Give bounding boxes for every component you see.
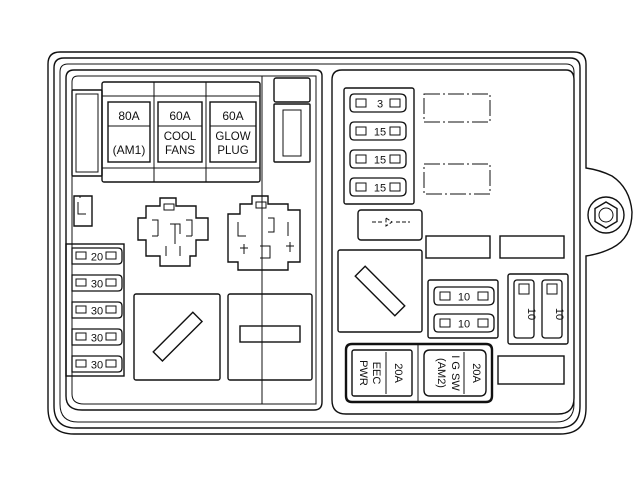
relay-2 — [227, 195, 301, 271]
bottom-fuse-ig-sw-amp: 20A — [470, 363, 482, 383]
relay-1 — [137, 197, 209, 267]
maxi-fuse-glow-plug: 60A GLOW PLUG — [209, 101, 257, 163]
left-mini-fuse-1-label: 20 — [91, 252, 103, 264]
top-right-mini-fuse-1: 3 — [349, 93, 407, 113]
bottom-fuse-eec-pwr-name-2: PWR — [357, 360, 369, 386]
diode-connector — [357, 209, 423, 241]
top-right-mini-fuse-2-label: 15 — [374, 127, 386, 139]
left-mini-fuse-2: 30 — [71, 274, 123, 292]
maxi-fuse-cool-fans-amp: 60A — [169, 109, 190, 123]
maxi-fuse-cool-fans-name-2: FANS — [165, 145, 195, 157]
maxi-fuse-cool-fans: 60A COOL FANS — [157, 101, 203, 163]
vertical-fuse-1-label: 10 — [525, 308, 537, 320]
maxi-fuse-cool-fans-name-1: COOL — [164, 131, 197, 143]
bottom-fuse-eec-pwr-name-1: EEC — [370, 362, 382, 385]
maxi-fuse-glow-plug-amp: 60A — [222, 109, 243, 123]
maxi-fuse-am1-name: (AM1) — [113, 143, 146, 157]
maxi-fuse-glow-plug-name-1: GLOW — [215, 131, 250, 143]
vertical-fuse-1: 10 — [513, 279, 537, 339]
relay-box-diagonal — [133, 293, 221, 381]
left-panel — [65, 69, 323, 411]
left-mini-fuse-3-label: 30 — [91, 306, 103, 318]
right-panel — [331, 69, 575, 415]
vertical-fuse-2: 10 — [541, 279, 565, 339]
left-mini-fuse-4-label: 30 — [91, 333, 103, 345]
middle-fuse-group — [427, 279, 499, 339]
maxi-fuse-holder — [101, 81, 261, 183]
small-block-top-left — [71, 89, 103, 177]
spare-slot-dashed-1 — [423, 93, 491, 123]
left-mini-fuse-1: 20 — [71, 247, 123, 265]
middle-mini-fuse-1: 10 — [433, 286, 495, 306]
spare-slot-upper — [273, 77, 311, 103]
spare-slot-right-1 — [425, 235, 491, 259]
middle-mini-fuse-1-label: 10 — [458, 292, 470, 304]
vertical-fuse-2-label: 10 — [553, 308, 565, 320]
left-fuse-column — [65, 243, 125, 377]
small-connector-left — [73, 195, 93, 227]
middle-mini-fuse-2: 10 — [433, 313, 495, 333]
top-right-fuse-column — [343, 87, 415, 205]
spare-slot-dashed-2 — [423, 163, 491, 195]
top-right-mini-fuse-1-label: 3 — [377, 99, 383, 111]
spare-fuse-slot — [273, 103, 311, 163]
top-right-mini-fuse-2: 15 — [349, 121, 407, 141]
left-mini-fuse-5-label: 30 — [91, 360, 103, 372]
vertical-fuse-group — [507, 273, 569, 345]
top-right-mini-fuse-4-label: 15 — [374, 183, 386, 195]
bottom-fuse-ig-sw-am2: 20A I G SW (AM2) — [423, 349, 487, 397]
relay-box-horizontal — [227, 293, 313, 381]
left-mini-fuse-5: 30 — [71, 355, 123, 373]
top-right-mini-fuse-4: 15 — [349, 177, 407, 197]
relay-box-right-diagonal — [337, 249, 423, 333]
bottom-fuse-ig-sw-name-2: (AM2) — [435, 358, 447, 388]
left-mini-fuse-3: 30 — [71, 301, 123, 319]
maxi-fuse-glow-plug-name-2: PLUG — [217, 145, 248, 157]
bottom-fuse-ig-sw-name-1: I G SW — [449, 355, 461, 391]
spare-slot-bottom-right — [497, 355, 565, 385]
bottom-fuse-holder — [344, 342, 494, 404]
left-mini-fuse-2-label: 30 — [91, 279, 103, 291]
top-right-mini-fuse-3-label: 15 — [374, 155, 386, 167]
mounting-bolt-icon — [587, 196, 625, 234]
top-right-mini-fuse-3: 15 — [349, 149, 407, 169]
middle-mini-fuse-2-label: 10 — [458, 319, 470, 331]
bottom-fuse-eec-pwr: 20A EEC PWR — [351, 349, 413, 397]
bottom-fuse-eec-pwr-amp: 20A — [392, 363, 404, 383]
spare-slot-right-2 — [499, 235, 565, 259]
maxi-fuse-am1-amp: 80A — [118, 109, 139, 123]
left-mini-fuse-4: 30 — [71, 328, 123, 346]
maxi-fuse-am1: 80A (AM1) — [107, 101, 151, 163]
